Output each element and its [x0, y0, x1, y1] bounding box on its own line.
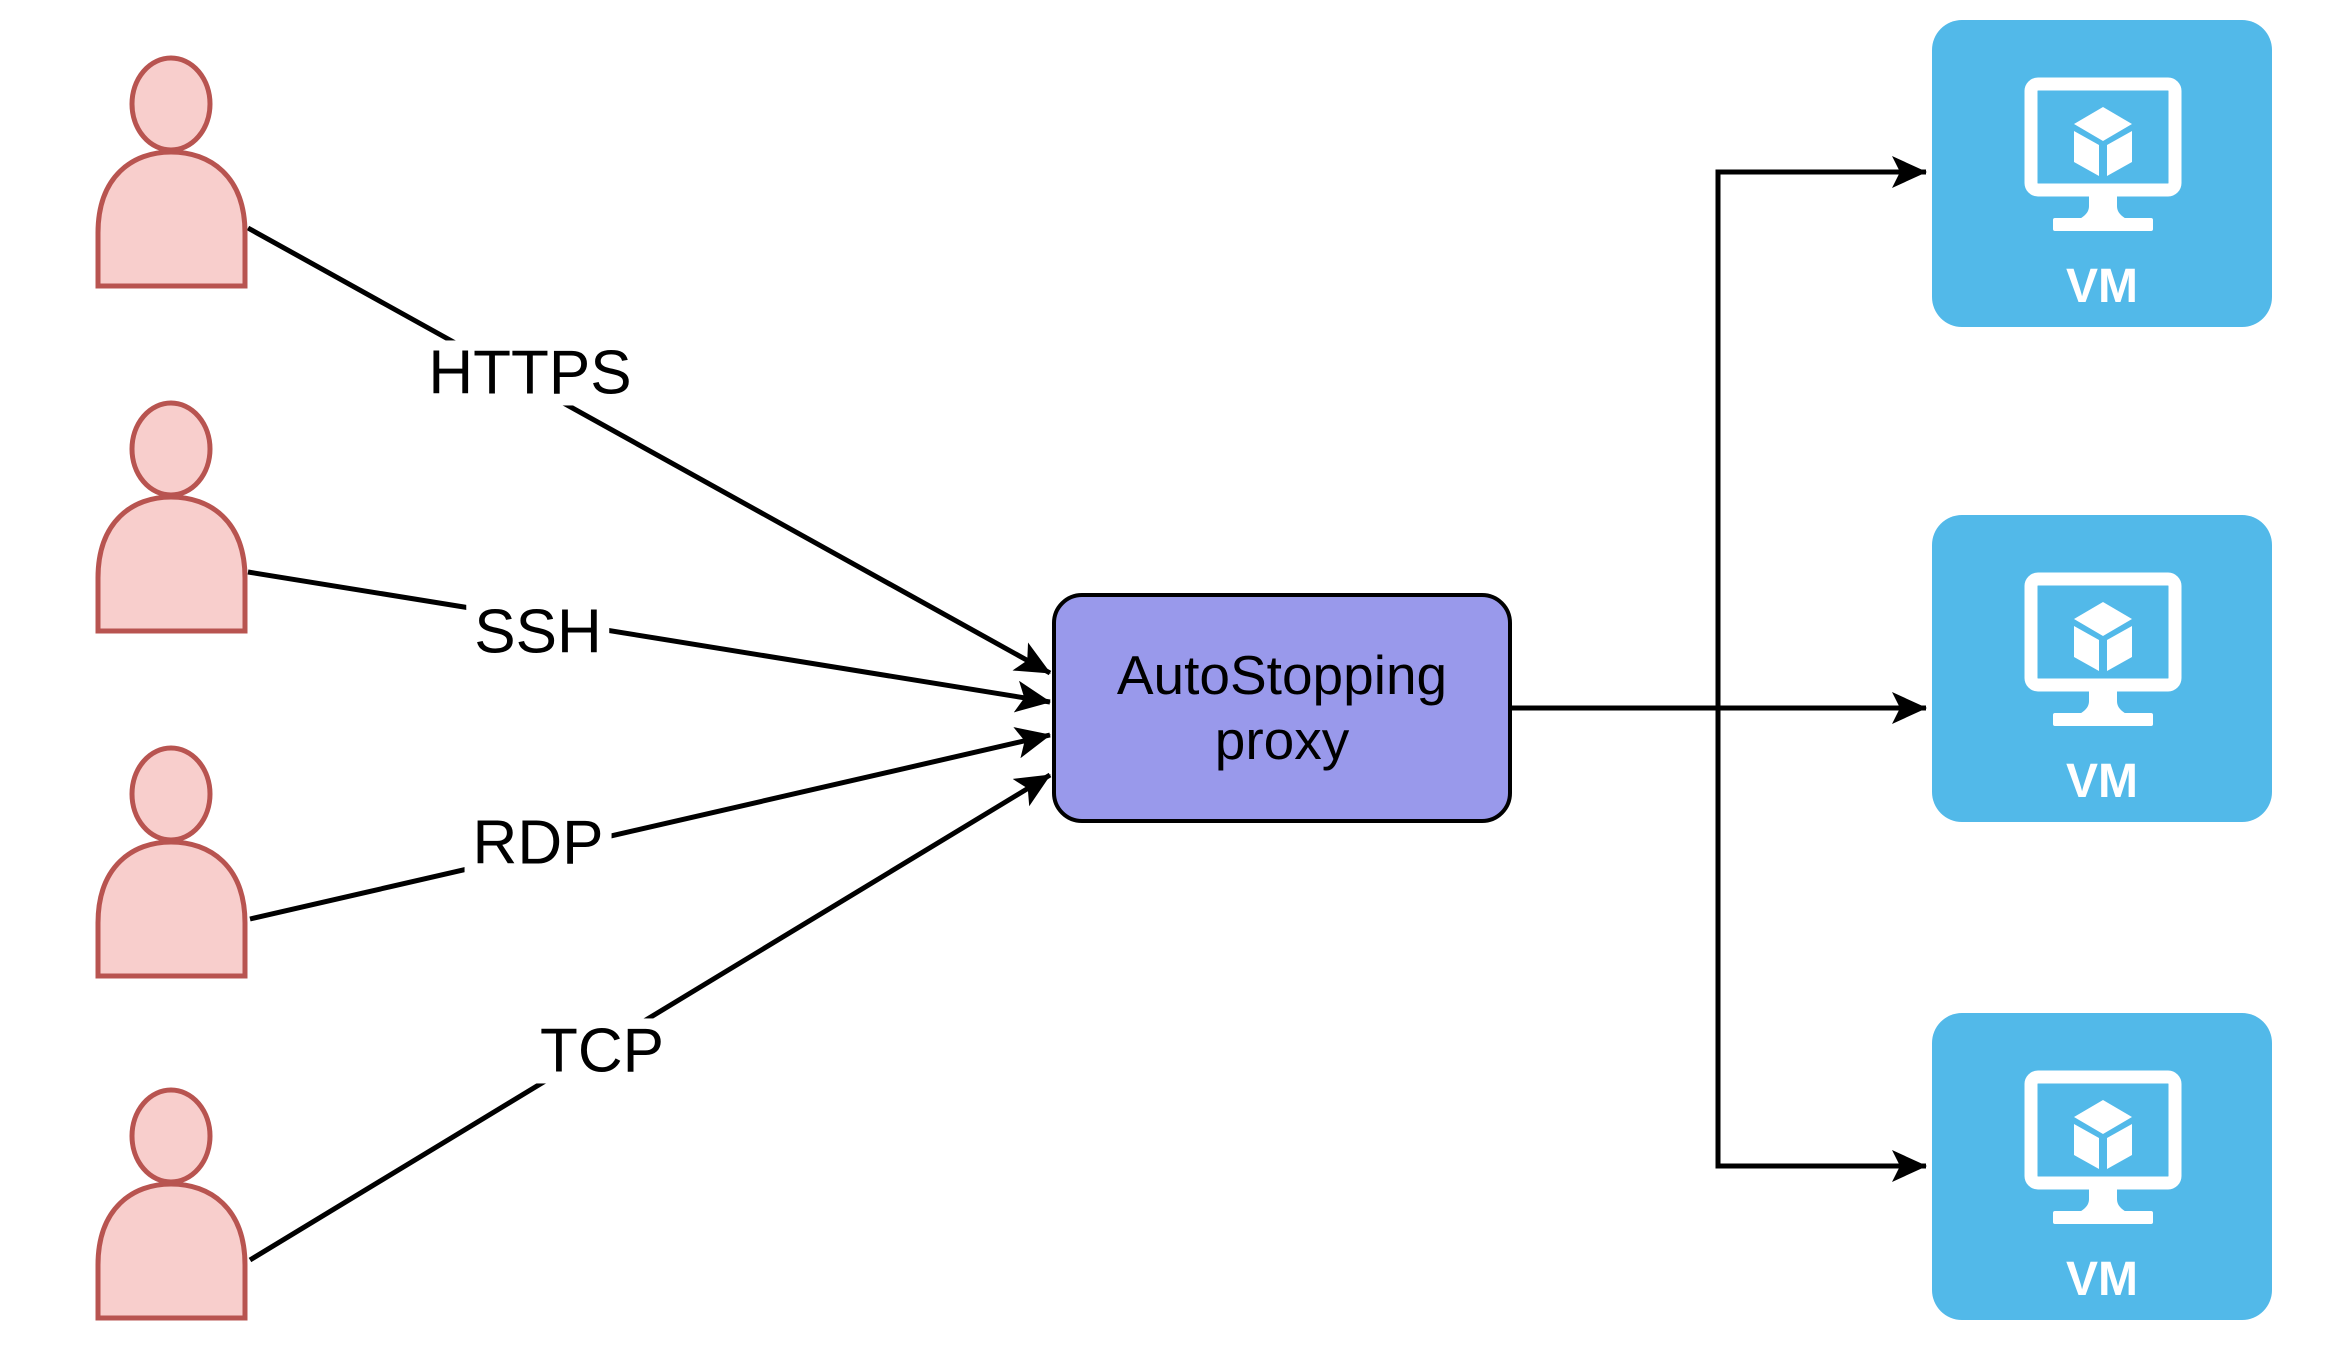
edge-ssh: [247, 569, 1051, 713]
cube-icon: [2074, 602, 2132, 636]
vm-node-1: VM: [1932, 20, 2272, 327]
edge-https: [246, 225, 1052, 676]
edge-label-https: HTTPS: [420, 340, 640, 406]
proxy-label-line2: proxy: [1214, 709, 1350, 771]
user-icon: [95, 1087, 248, 1321]
edge-label-rdp: RDP: [464, 810, 612, 876]
cube-icon: [2074, 1100, 2132, 1134]
vm-monitor-icon: [2024, 1070, 2182, 1224]
edge-label-tcp: TCP: [532, 1018, 672, 1084]
cube-icon: [2074, 107, 2132, 141]
edge-label-ssh: SSH: [466, 599, 610, 665]
autostopping-proxy-node: AutoStopping proxy: [1052, 593, 1512, 823]
edge-tcp: [248, 772, 1052, 1263]
vm-label: VM: [2066, 260, 2138, 313]
vm-label: VM: [2066, 755, 2138, 808]
user-icon: [95, 55, 248, 289]
edge-proxy-to-vm3: [1715, 708, 1927, 1182]
vm-monitor-icon: [2024, 572, 2182, 726]
user-icon: [95, 745, 248, 979]
proxy-label-line1: AutoStopping: [1116, 644, 1448, 707]
vm-node-3: VM: [1932, 1013, 2272, 1320]
vm-label: VM: [2066, 1253, 2138, 1306]
edge-rdp: [249, 727, 1051, 922]
user-icon: [95, 400, 248, 634]
edge-proxy-to-vm1: [1715, 156, 1927, 708]
vm-monitor-icon: [2024, 77, 2182, 231]
vm-node-2: VM: [1932, 515, 2272, 822]
